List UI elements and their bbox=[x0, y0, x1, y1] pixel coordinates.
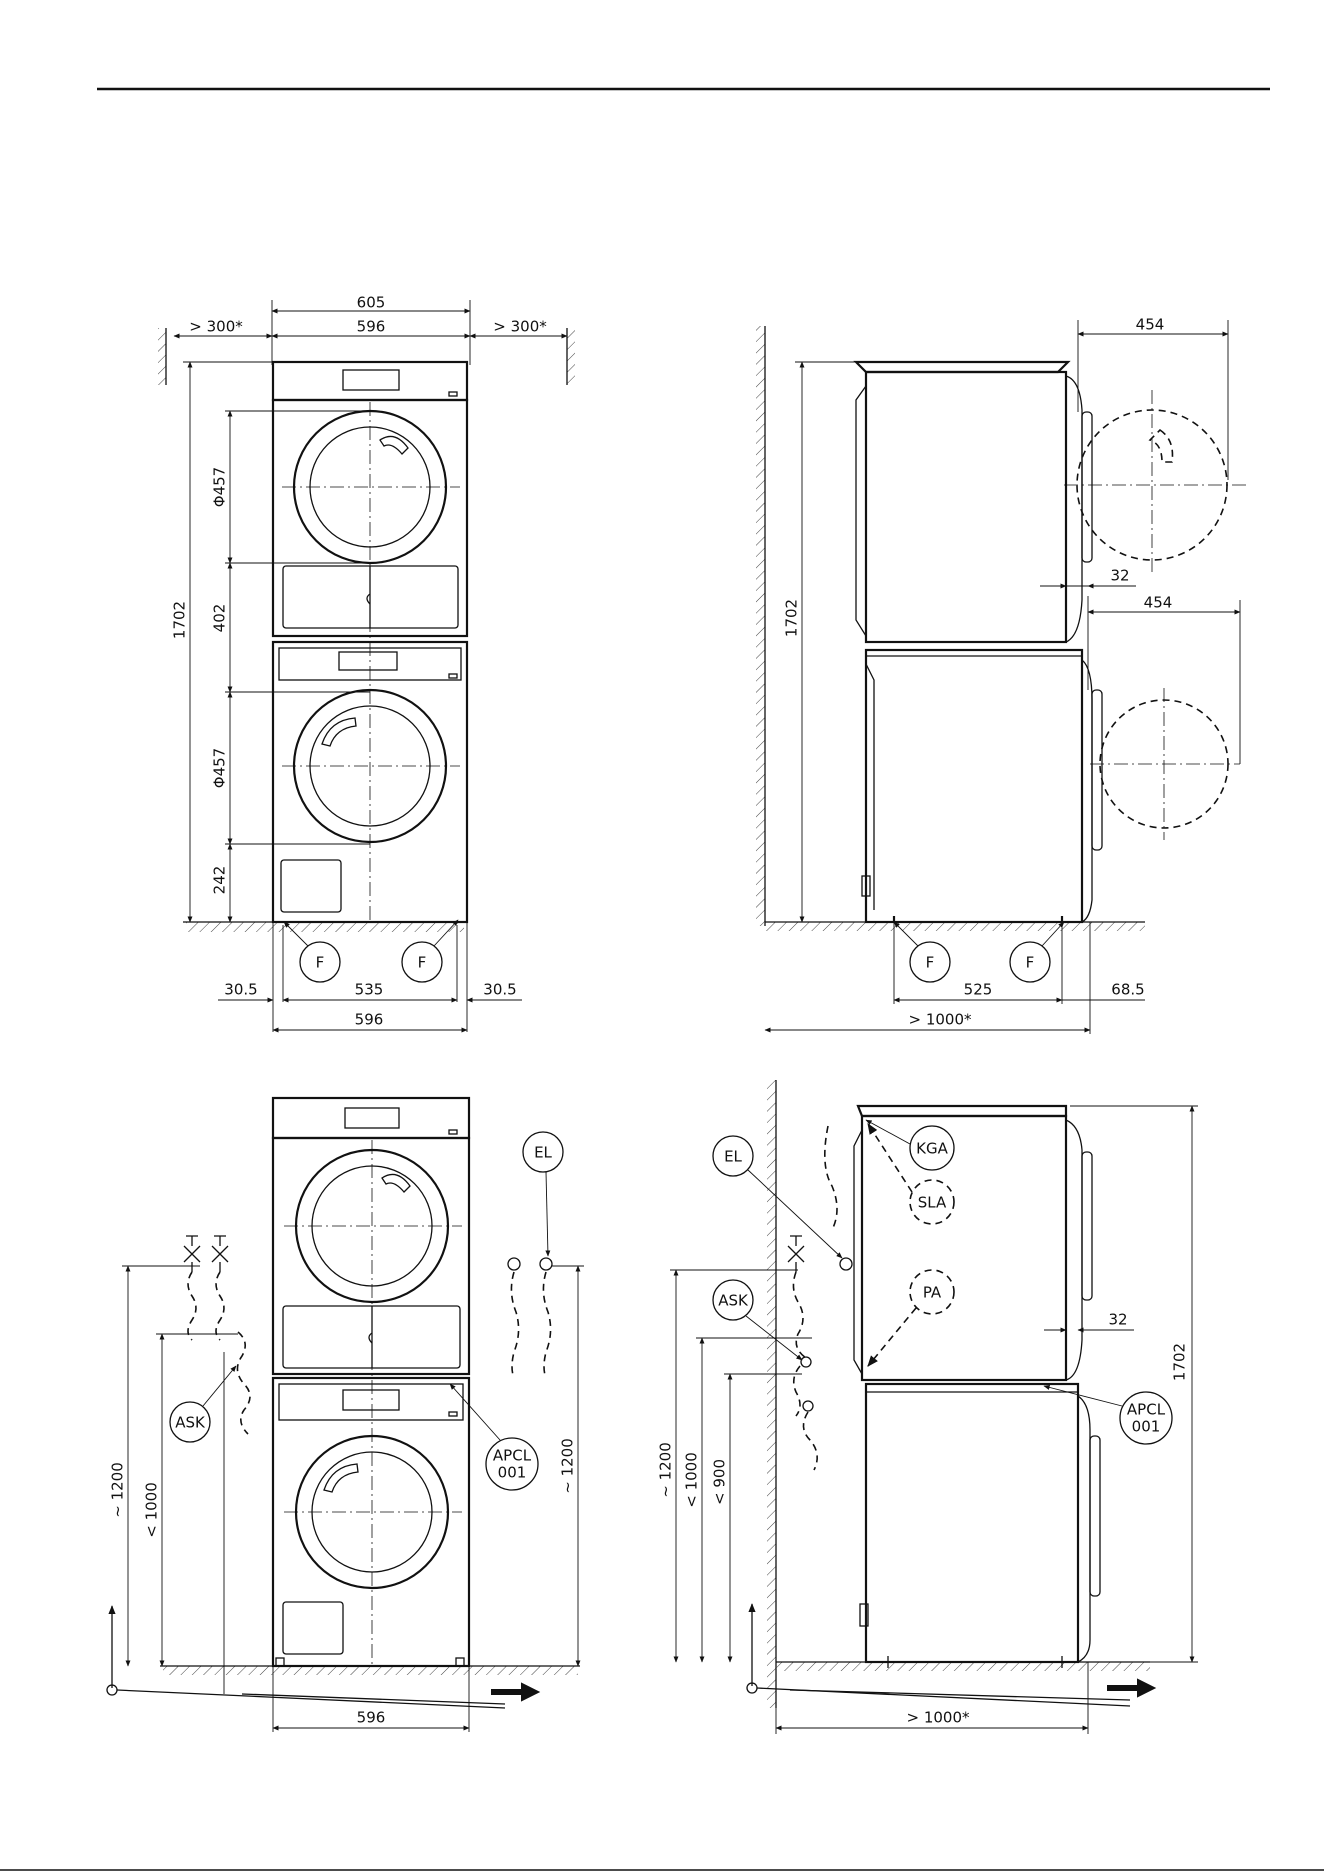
dim-door-upper: 454 bbox=[1136, 316, 1165, 334]
svg-text:F: F bbox=[316, 954, 325, 972]
dim-total-width: 605 bbox=[357, 294, 386, 312]
front-view-connections: EL ASK APCL 001 ~ 1200 < 1000 ~ 1200 596 bbox=[107, 1098, 584, 1732]
dim-lt-1000: < 1000 bbox=[143, 1482, 161, 1538]
dim-height-left: ~ 1200 bbox=[109, 1462, 127, 1518]
front-view-top: 605 596 > 300* > 300* 1702 Φ457 402 Φ457… bbox=[158, 294, 575, 1033]
svg-text:001: 001 bbox=[1132, 1418, 1161, 1436]
svg-text:F: F bbox=[418, 954, 427, 972]
dim-foot-span: 535 bbox=[355, 981, 384, 999]
dim-gap: 32 bbox=[1110, 567, 1129, 585]
svg-text:001: 001 bbox=[498, 1464, 527, 1482]
svg-text:EL: EL bbox=[724, 1148, 742, 1166]
svg-text:ASK: ASK bbox=[175, 1414, 206, 1432]
svg-text:APCL: APCL bbox=[493, 1447, 532, 1465]
svg-text:KGA: KGA bbox=[916, 1140, 948, 1158]
dim-drum-upper: Φ457 bbox=[211, 467, 229, 507]
dim-clearance-right: > 300* bbox=[493, 318, 547, 336]
svg-text:ASK: ASK bbox=[718, 1292, 749, 1310]
dim-door-lower: 454 bbox=[1144, 594, 1173, 612]
dim-base: 242 bbox=[211, 866, 229, 895]
dim-mid: 402 bbox=[211, 604, 229, 633]
dim-foot-right: 30.5 bbox=[483, 981, 516, 999]
dim-clearance: > 1000* bbox=[906, 1709, 970, 1727]
svg-text:F: F bbox=[926, 954, 935, 972]
svg-text:APCL: APCL bbox=[1127, 1401, 1166, 1419]
side-view-top: 1702 454 32 454 F F 525 68.5 > 1000* bbox=[756, 316, 1250, 1035]
floor bbox=[776, 1662, 1150, 1671]
dim-lt-1000: < 1000 bbox=[683, 1452, 701, 1508]
svg-text:PA: PA bbox=[923, 1284, 942, 1302]
dim-height: 1702 bbox=[171, 601, 189, 639]
side-view-connections: EL KGA SLA PA ASK APCL 001 ~ 1200 < 1000… bbox=[657, 1080, 1199, 1734]
svg-text:F: F bbox=[1026, 954, 1035, 972]
dim-foot-span: 525 bbox=[964, 981, 993, 999]
dim-drum-lower: Φ457 bbox=[211, 748, 229, 788]
dim-bottom-width: 596 bbox=[355, 1011, 384, 1029]
dim-height-total: 1702 bbox=[1171, 1343, 1189, 1381]
wall bbox=[767, 1080, 776, 1708]
dim-clearance: > 1000* bbox=[908, 1011, 972, 1029]
dim-width: 596 bbox=[357, 1709, 386, 1727]
dim-height-right: ~ 1200 bbox=[559, 1438, 577, 1494]
wall-left bbox=[158, 328, 166, 385]
dim-height-1200: ~ 1200 bbox=[657, 1442, 675, 1498]
svg-text:SLA: SLA bbox=[918, 1194, 947, 1212]
dim-width: 596 bbox=[357, 318, 386, 336]
wall-right bbox=[567, 328, 575, 385]
dim-height: 1702 bbox=[783, 599, 801, 637]
dim-clearance-left: > 300* bbox=[189, 318, 243, 336]
dim-foot-left: 30.5 bbox=[224, 981, 257, 999]
floor bbox=[163, 1666, 578, 1675]
svg-text:EL: EL bbox=[534, 1144, 552, 1162]
floor bbox=[765, 922, 1145, 931]
wall bbox=[756, 326, 765, 926]
dim-gap: 32 bbox=[1108, 1311, 1127, 1329]
dim-lt-900: < 900 bbox=[711, 1459, 729, 1505]
dim-foot-offset: 68.5 bbox=[1111, 981, 1144, 999]
floor bbox=[186, 922, 464, 932]
